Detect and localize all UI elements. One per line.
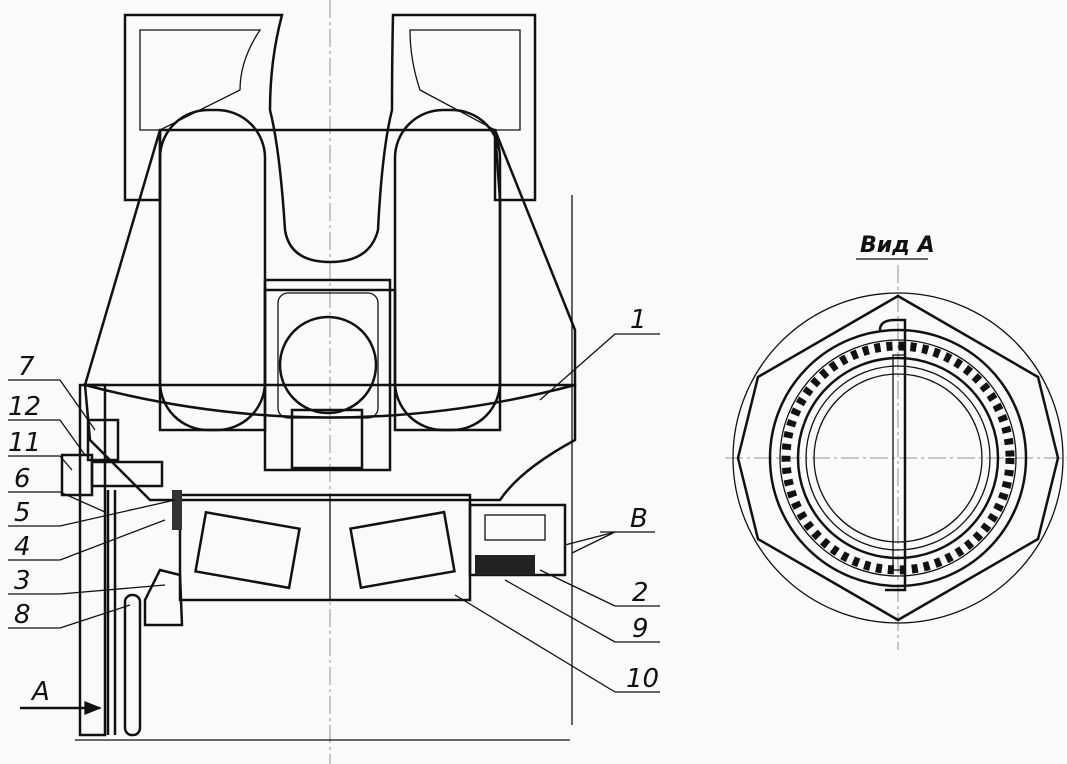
hub: [263, 278, 392, 472]
callout-8: 8: [14, 600, 31, 630]
callout-7: 7: [18, 352, 35, 382]
ball-joint: [278, 315, 378, 415]
callout-1: 1: [630, 305, 647, 335]
callout-9: 9: [632, 614, 649, 644]
seal-nut: [468, 503, 567, 577]
callout-2: 2: [632, 578, 649, 608]
left-tire: [158, 108, 267, 432]
view-arrow-label: A: [30, 677, 50, 707]
callout-5: 5: [14, 498, 31, 528]
view-a: [725, 265, 1067, 650]
callout-4: 4: [14, 532, 31, 562]
callout-11: 11: [8, 428, 41, 458]
tapered-bearing: [178, 493, 472, 602]
callout-12: 12: [8, 392, 41, 422]
callout-10: 10: [626, 664, 659, 694]
callout-6: 6: [14, 464, 31, 494]
callout-b: В: [630, 504, 648, 534]
view-title: Вид А: [860, 233, 935, 258]
right-tire: [393, 108, 502, 432]
callouts: [8, 333, 660, 715]
lower-housing: [83, 383, 577, 502]
shaft: [60, 383, 184, 737]
callout-3: 3: [14, 566, 31, 596]
